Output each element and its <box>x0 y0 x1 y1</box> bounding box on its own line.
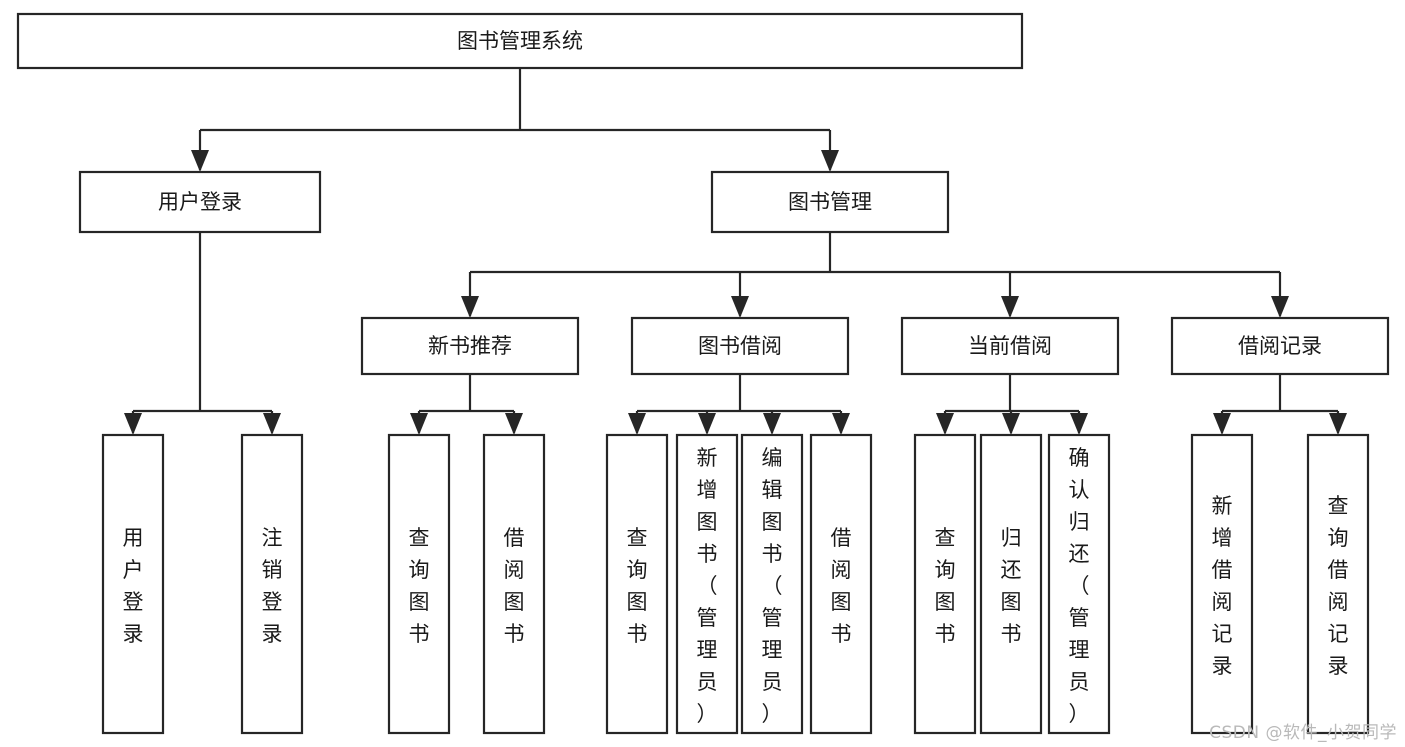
node-l3-2[interactable]: 当前借阅 <box>900 316 1120 376</box>
nodes-layer: 图书管理系统用户登录图书管理新书推荐图书借阅当前借阅借阅记录用户登录注销登录查询… <box>16 12 1390 735</box>
node-label-图书借阅: 图书借阅 <box>698 334 782 358</box>
node-leaf-6[interactable]: 编辑图书（管理员） <box>740 433 804 735</box>
node-leaf-12[interactable]: 查询借阅记录 <box>1306 433 1370 735</box>
node-box-编辑图书管理员[interactable] <box>740 433 804 735</box>
arrow-head-icon-l3-1-2 <box>763 413 781 435</box>
node-label-借阅图书: 借阅图书 <box>504 526 525 646</box>
node-leaf-9[interactable]: 归还图书 <box>979 433 1043 735</box>
node-label-当前借阅: 当前借阅 <box>968 334 1052 358</box>
node-leaf-11[interactable]: 新增借阅记录 <box>1190 433 1254 735</box>
arrow-head-icon-userlogin-0 <box>124 413 142 435</box>
node-label-编辑图书管理员: 编辑图书（管理员） <box>762 446 783 726</box>
node-l3-0[interactable]: 新书推荐 <box>360 316 580 376</box>
node-box-查询图书[interactable] <box>913 433 977 735</box>
node-leaf-3[interactable]: 借阅图书 <box>482 433 546 735</box>
node-leaf-7[interactable]: 借阅图书 <box>809 433 873 735</box>
node-box-用户登录[interactable] <box>78 170 322 234</box>
node-box-注销登录[interactable] <box>240 433 304 735</box>
arrow-head-icon-root-1 <box>821 150 839 172</box>
arrow-head-icon-l3-0-0 <box>410 413 428 435</box>
node-leaf-5[interactable]: 新增图书（管理员） <box>675 433 739 735</box>
node-l2-1[interactable]: 图书管理 <box>710 170 950 234</box>
node-label-图书管理: 图书管理 <box>788 190 872 214</box>
node-label-用户登录: 用户登录 <box>158 190 242 214</box>
arrow-head-icon-l3-0-1 <box>505 413 523 435</box>
node-label-查询图书: 查询图书 <box>935 526 956 646</box>
node-box-借阅图书[interactable] <box>482 433 546 735</box>
node-label-查询借阅记录: 查询借阅记录 <box>1328 494 1349 678</box>
node-box-借阅图书[interactable] <box>809 433 873 735</box>
node-label-借阅记录: 借阅记录 <box>1238 334 1322 358</box>
node-label-新书推荐: 新书推荐 <box>428 334 512 358</box>
node-box-确认归还管理员[interactable] <box>1047 433 1111 735</box>
node-box-新书推荐[interactable] <box>360 316 580 376</box>
arrow-head-icon-l3-1-0 <box>628 413 646 435</box>
arrow-head-icon-bookmgmt-3 <box>1271 296 1289 318</box>
node-label-确认归还管理员: 确认归还（管理员） <box>1069 446 1090 726</box>
arrow-head-icon-l3-3-0 <box>1213 413 1231 435</box>
node-box-图书借阅[interactable] <box>630 316 850 376</box>
node-leaf-4[interactable]: 查询图书 <box>605 433 669 735</box>
arrow-head-icon-l3-2-0 <box>936 413 954 435</box>
node-label-新增借阅记录: 新增借阅记录 <box>1212 494 1233 678</box>
node-root-0[interactable]: 图书管理系统 <box>16 12 1024 70</box>
node-label-注销登录: 注销登录 <box>262 526 283 646</box>
node-label-查询图书: 查询图书 <box>627 526 648 646</box>
node-box-图书管理系统[interactable] <box>16 12 1024 70</box>
node-leaf-8[interactable]: 查询图书 <box>913 433 977 735</box>
arrow-head-icon-l3-2-1 <box>1002 413 1020 435</box>
node-box-图书管理[interactable] <box>710 170 950 234</box>
node-box-查询借阅记录[interactable] <box>1306 433 1370 735</box>
node-leaf-0[interactable]: 用户登录 <box>101 433 165 735</box>
arrow-head-icon-bookmgmt-0 <box>461 296 479 318</box>
node-label-借阅图书: 借阅图书 <box>831 526 852 646</box>
node-label-归还图书: 归还图书 <box>1001 526 1022 646</box>
node-l3-3[interactable]: 借阅记录 <box>1170 316 1390 376</box>
connectors-layer <box>124 68 1347 435</box>
arrow-head-icon-l3-1-1 <box>698 413 716 435</box>
node-leaf-10[interactable]: 确认归还（管理员） <box>1047 433 1111 735</box>
node-label-用户登录: 用户登录 <box>123 526 144 646</box>
node-box-查询图书[interactable] <box>387 433 451 735</box>
arrow-head-icon-root-0 <box>191 150 209 172</box>
node-label-新增图书管理员: 新增图书（管理员） <box>697 446 718 726</box>
node-box-当前借阅[interactable] <box>900 316 1120 376</box>
node-box-查询图书[interactable] <box>605 433 669 735</box>
watermark-text: CSDN @软件_小贺同学 <box>1209 723 1397 743</box>
node-box-归还图书[interactable] <box>979 433 1043 735</box>
node-box-借阅记录[interactable] <box>1170 316 1390 376</box>
node-l3-1[interactable]: 图书借阅 <box>630 316 850 376</box>
arrow-head-icon-l3-2-2 <box>1070 413 1088 435</box>
node-leaf-1[interactable]: 注销登录 <box>240 433 304 735</box>
arrow-head-icon-bookmgmt-2 <box>1001 296 1019 318</box>
node-box-用户登录[interactable] <box>101 433 165 735</box>
node-l2-0[interactable]: 用户登录 <box>78 170 322 234</box>
arrow-head-icon-l3-3-1 <box>1329 413 1347 435</box>
arrow-head-icon-bookmgmt-1 <box>731 296 749 318</box>
node-label-查询图书: 查询图书 <box>409 526 430 646</box>
arrow-head-icon-l3-1-3 <box>832 413 850 435</box>
arrow-head-icon-userlogin-1 <box>263 413 281 435</box>
node-box-新增借阅记录[interactable] <box>1190 433 1254 735</box>
node-leaf-2[interactable]: 查询图书 <box>387 433 451 735</box>
node-box-新增图书管理员[interactable] <box>675 433 739 735</box>
node-label-图书管理系统: 图书管理系统 <box>457 29 583 53</box>
